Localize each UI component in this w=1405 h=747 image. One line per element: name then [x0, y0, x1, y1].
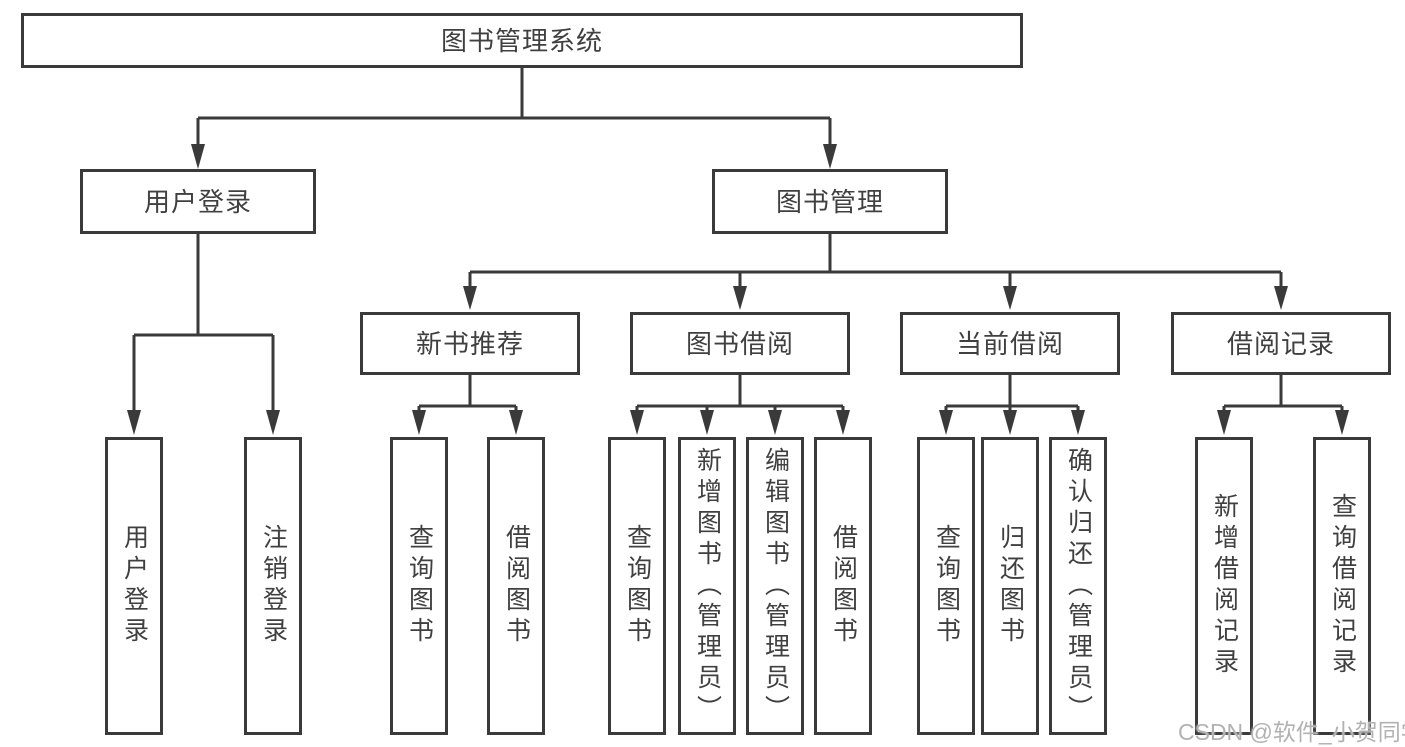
node-add-borrow-record-label: 新增借阅记录: [1210, 493, 1239, 679]
node-borrow-books-recommend-label: 借阅图书: [502, 524, 531, 648]
node-confirm-return-admin: 确认归还（管理员）: [1049, 437, 1107, 735]
arrowhead: [1071, 410, 1085, 435]
arrowhead: [1003, 410, 1017, 435]
node-confirm-return-admin-label: 确认归还（管理员）: [1064, 446, 1093, 726]
arrowhead: [768, 410, 782, 435]
node-return-books-label: 归还图书: [996, 524, 1025, 648]
node-user-login-action: 用户登录: [105, 437, 163, 735]
connector-new-book-recommend-branch: [417, 375, 518, 413]
node-borrow-books-recommend: 借阅图书: [487, 437, 545, 735]
node-book-management: 图书管理: [712, 169, 948, 234]
node-return-books: 归还图书: [981, 437, 1039, 735]
arrowhead: [463, 286, 477, 310]
node-query-books-current-label: 查询图书: [932, 524, 961, 648]
arrowhead: [1274, 286, 1288, 310]
node-user-login-action-label: 用户登录: [120, 524, 149, 648]
node-borrow-books-borrowing: 借阅图书: [814, 437, 872, 735]
node-add-books-admin-label: 新增图书（管理员）: [693, 446, 722, 726]
node-query-borrow-record: 查询借阅记录: [1313, 437, 1371, 735]
node-borrowing-records: 借阅记录: [1171, 312, 1391, 375]
csdn-watermark: CSDN @软件_小贺同学: [1178, 719, 1405, 745]
node-query-books-borrowing: 查询图书: [608, 437, 666, 735]
node-edit-books-admin: 编辑图书（管理员）: [746, 437, 804, 735]
node-logout-action-label: 注销登录: [259, 524, 288, 648]
node-new-book-recommend-label: 新书推荐: [415, 328, 524, 359]
connector-user-login-branch: [132, 234, 275, 413]
node-current-borrowing-label: 当前借阅: [955, 328, 1064, 359]
arrowhead: [700, 410, 714, 435]
arrowhead: [836, 410, 850, 435]
connector-current-borrowing-branch: [944, 375, 1080, 413]
node-query-books-borrowing-label: 查询图书: [623, 524, 652, 648]
node-book-management-label: 图书管理: [775, 186, 884, 217]
node-root: 图书管理系统: [21, 13, 1023, 68]
node-logout-action: 注销登录: [244, 437, 302, 735]
node-query-books-recommend: 查询图书: [390, 437, 448, 735]
node-book-borrowing: 图书借阅: [630, 312, 850, 375]
node-user-login: 用户登录: [80, 169, 316, 234]
connector-root-to-level2: [196, 68, 832, 147]
arrowhead: [823, 144, 837, 169]
node-new-book-recommend: 新书推荐: [360, 312, 580, 375]
node-current-borrowing: 当前借阅: [900, 312, 1120, 375]
arrowhead: [1217, 410, 1231, 435]
connector-borrowing-records-branch: [1222, 375, 1344, 413]
node-query-books-recommend-label: 查询图书: [405, 524, 434, 648]
arrowhead: [127, 410, 141, 435]
node-query-books-current: 查询图书: [917, 437, 975, 735]
node-borrowing-records-label: 借阅记录: [1226, 328, 1335, 359]
arrowhead: [939, 410, 953, 435]
node-user-login-label: 用户登录: [143, 186, 252, 217]
connector-book-management-branch: [468, 234, 1283, 290]
connector-book-borrowing-branch: [635, 375, 845, 413]
node-add-books-admin: 新增图书（管理员）: [678, 437, 736, 735]
node-book-borrowing-label: 图书借阅: [685, 328, 794, 359]
node-query-borrow-record-label: 查询借阅记录: [1328, 493, 1357, 679]
arrowhead: [412, 410, 426, 435]
node-root-label: 图书管理系统: [440, 25, 603, 56]
arrowhead: [630, 410, 644, 435]
arrowhead: [266, 410, 280, 435]
node-borrow-books-borrowing-label: 借阅图书: [829, 524, 858, 648]
arrowhead: [191, 144, 205, 169]
arrowhead: [1335, 410, 1349, 435]
arrowhead: [1003, 286, 1017, 310]
arrowhead: [509, 410, 523, 435]
node-edit-books-admin-label: 编辑图书（管理员）: [761, 446, 790, 726]
node-add-borrow-record: 新增借阅记录: [1195, 437, 1253, 735]
arrowhead: [733, 286, 747, 310]
